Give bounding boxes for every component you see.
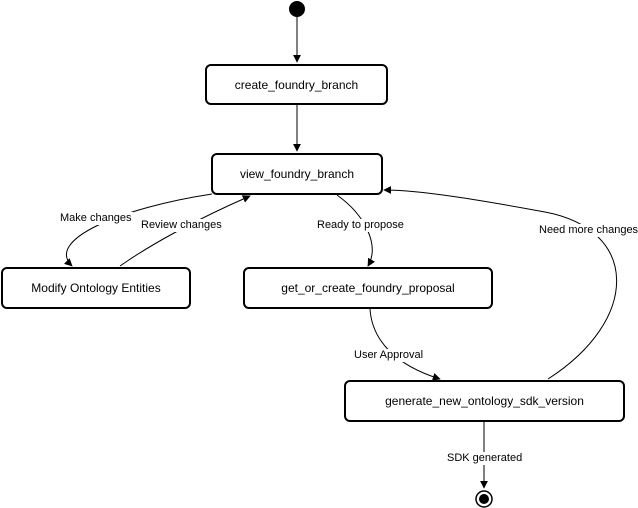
edge-make-changes	[64, 193, 213, 267]
node-label: create_foundry_branch	[234, 77, 359, 92]
node-view-foundry-branch: view_foundry_branch	[211, 153, 383, 195]
edge-label-user-approval: User Approval	[353, 349, 425, 362]
initial-state	[289, 1, 305, 17]
edge-user-approval	[369, 308, 441, 381]
edge-need-more-changes	[383, 186, 618, 380]
edge-label-need-more-changes: Need more changes	[538, 224, 638, 237]
edge-review-changes	[119, 195, 251, 267]
edge-label-ready-to-propose: Ready to propose	[316, 219, 405, 232]
edge-label-make-changes: Make changes	[59, 212, 133, 225]
node-generate-new-ontology-sdk-version: generate_new_ontology_sdk_version	[344, 380, 625, 422]
edge-label-sdk-generated: SDK generated	[446, 452, 524, 465]
node-label: Modify Ontology Entities	[31, 281, 161, 295]
node-get-or-create-foundry-proposal: get_or_create_foundry_proposal	[243, 267, 493, 309]
node-label: generate_new_ontology_sdk_version	[385, 394, 584, 408]
node-label: get_or_create_foundry_proposal	[281, 281, 455, 295]
final-state-inner	[479, 494, 489, 504]
edge-label-review-changes: Review changes	[140, 219, 223, 232]
node-label: view_foundry_branch	[239, 167, 355, 181]
node-create-foundry-branch: create_foundry_branch	[205, 64, 388, 105]
node-modify-ontology-entities: Modify Ontology Entities	[1, 267, 191, 309]
